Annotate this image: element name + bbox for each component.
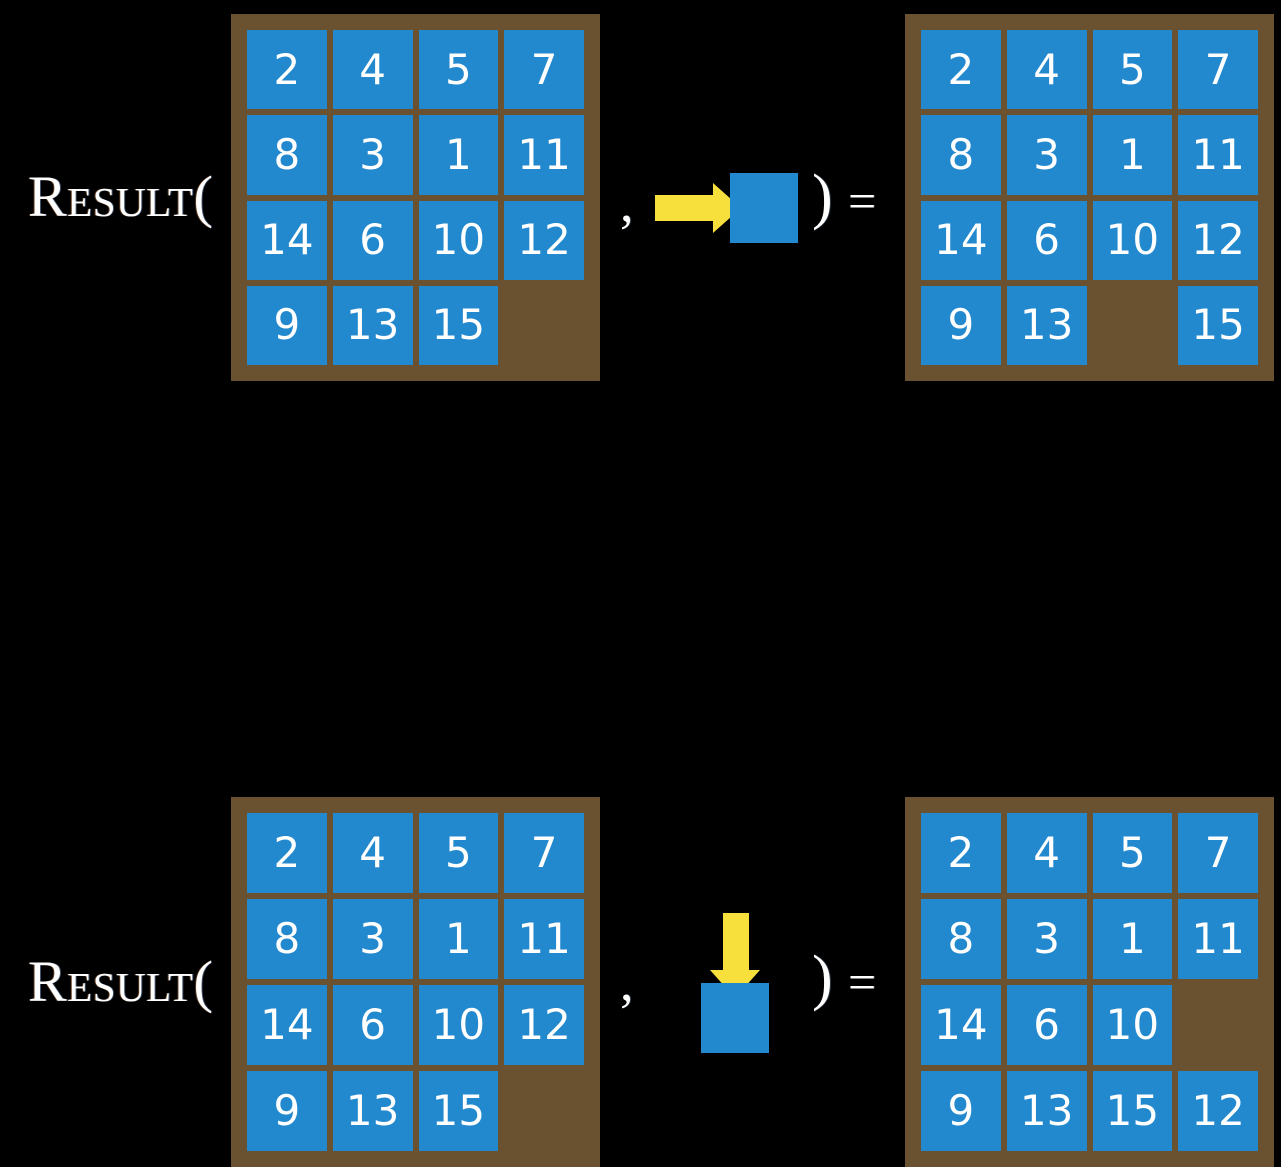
equals-sign: = bbox=[848, 173, 877, 229]
puzzle-tile[interactable]: 1 bbox=[418, 115, 499, 195]
puzzle-tile[interactable]: 2 bbox=[921, 813, 1001, 893]
puzzle-tile[interactable]: 9 bbox=[247, 1071, 327, 1151]
puzzle-tile[interactable]: 2 bbox=[247, 813, 327, 893]
puzzle-tile[interactable]: 4 bbox=[1006, 30, 1087, 110]
close-paren: ) bbox=[812, 163, 833, 231]
puzzle-tile[interactable]: 7 bbox=[504, 30, 584, 110]
puzzle-tile[interactable]: 9 bbox=[921, 1071, 1001, 1151]
puzzle-tile[interactable]: 13 bbox=[1006, 1071, 1087, 1151]
puzzle-tile[interactable]: 8 bbox=[247, 115, 327, 195]
puzzle-tile[interactable]: 1 bbox=[1092, 115, 1173, 195]
puzzle-tile[interactable]: 11 bbox=[504, 899, 584, 979]
puzzle-tile[interactable]: 2 bbox=[921, 30, 1001, 110]
puzzle-tile[interactable]: 4 bbox=[332, 30, 413, 110]
puzzle-tile[interactable]: 9 bbox=[921, 285, 1001, 365]
puzzle-tile[interactable]: 14 bbox=[921, 200, 1001, 280]
puzzle-tile[interactable]: 6 bbox=[332, 985, 413, 1065]
puzzle-blank-cell bbox=[1178, 985, 1258, 1065]
puzzle-tile[interactable]: 8 bbox=[921, 899, 1001, 979]
result-function-label: Result( bbox=[28, 164, 214, 229]
puzzle-tile[interactable]: 8 bbox=[247, 899, 327, 979]
puzzle-tile[interactable]: 3 bbox=[332, 115, 413, 195]
puzzle-tile[interactable]: 5 bbox=[418, 30, 499, 110]
close-paren: ) bbox=[812, 944, 833, 1012]
puzzle-tile[interactable]: 5 bbox=[1092, 813, 1173, 893]
puzzle-tile[interactable]: 12 bbox=[504, 200, 584, 280]
puzzle-tile[interactable]: 7 bbox=[504, 813, 584, 893]
puzzle-tile[interactable]: 12 bbox=[1178, 1071, 1258, 1151]
puzzle-tile[interactable]: 14 bbox=[247, 985, 327, 1065]
puzzle-tile[interactable]: 12 bbox=[504, 985, 584, 1065]
puzzle-tile[interactable]: 6 bbox=[1006, 200, 1087, 280]
argument-separator-comma: , bbox=[620, 173, 634, 233]
puzzle-tile[interactable]: 11 bbox=[1178, 899, 1258, 979]
puzzle-tile[interactable]: 13 bbox=[332, 1071, 413, 1151]
puzzle-tile[interactable]: 15 bbox=[418, 1071, 499, 1151]
puzzle-tile[interactable]: 3 bbox=[1006, 115, 1087, 195]
puzzle-tile[interactable]: 5 bbox=[418, 813, 499, 893]
puzzle-blank-cell bbox=[504, 286, 584, 365]
puzzle-tile[interactable]: 12 bbox=[1178, 200, 1258, 280]
result-function-label: Result( bbox=[28, 949, 214, 1014]
puzzle-tile[interactable]: 15 bbox=[1092, 1071, 1173, 1151]
puzzle-tile[interactable]: 7 bbox=[1178, 30, 1258, 110]
puzzle-tile[interactable]: 1 bbox=[1092, 899, 1173, 979]
puzzle-tile[interactable]: 11 bbox=[504, 115, 584, 195]
puzzle-tile[interactable]: 13 bbox=[1006, 285, 1087, 365]
puzzle-tile[interactable]: 10 bbox=[1092, 200, 1173, 280]
puzzle-tile[interactable]: 9 bbox=[247, 285, 327, 365]
puzzle-tile[interactable]: 3 bbox=[1006, 899, 1087, 979]
puzzle-tile[interactable]: 4 bbox=[332, 813, 413, 893]
puzzle-tile[interactable]: 8 bbox=[921, 115, 1001, 195]
puzzle-tile[interactable]: 10 bbox=[418, 200, 499, 280]
puzzle-tile[interactable]: 3 bbox=[332, 899, 413, 979]
action-tile-move-right[interactable] bbox=[730, 173, 798, 243]
puzzle-tile[interactable]: 6 bbox=[1006, 985, 1087, 1065]
puzzle-tile[interactable]: 14 bbox=[921, 985, 1001, 1065]
arrow-right-icon-shaft bbox=[655, 195, 717, 221]
puzzle-tile[interactable]: 1 bbox=[418, 899, 499, 979]
puzzle-tile[interactable]: 2 bbox=[247, 30, 327, 110]
equals-sign: = bbox=[848, 954, 877, 1010]
puzzle-tile[interactable]: 10 bbox=[1092, 985, 1173, 1065]
puzzle-tile[interactable]: 5 bbox=[1092, 30, 1173, 110]
action-tile-move-down[interactable] bbox=[701, 983, 769, 1053]
puzzle-tile[interactable]: 13 bbox=[332, 285, 413, 365]
puzzle-tile[interactable]: 10 bbox=[418, 985, 499, 1065]
puzzle-tile[interactable]: 4 bbox=[1006, 813, 1087, 893]
puzzle-tile[interactable]: 6 bbox=[332, 200, 413, 280]
arrow-down-icon-shaft bbox=[723, 913, 749, 973]
puzzle-blank-cell bbox=[1093, 286, 1173, 365]
puzzle-tile[interactable]: 15 bbox=[1178, 285, 1258, 365]
argument-separator-comma: , bbox=[620, 952, 634, 1012]
puzzle-tile[interactable]: 15 bbox=[418, 285, 499, 365]
puzzle-tile[interactable]: 7 bbox=[1178, 813, 1258, 893]
puzzle-blank-cell bbox=[504, 1071, 584, 1151]
puzzle-tile[interactable]: 14 bbox=[247, 200, 327, 280]
puzzle-tile[interactable]: 11 bbox=[1178, 115, 1258, 195]
